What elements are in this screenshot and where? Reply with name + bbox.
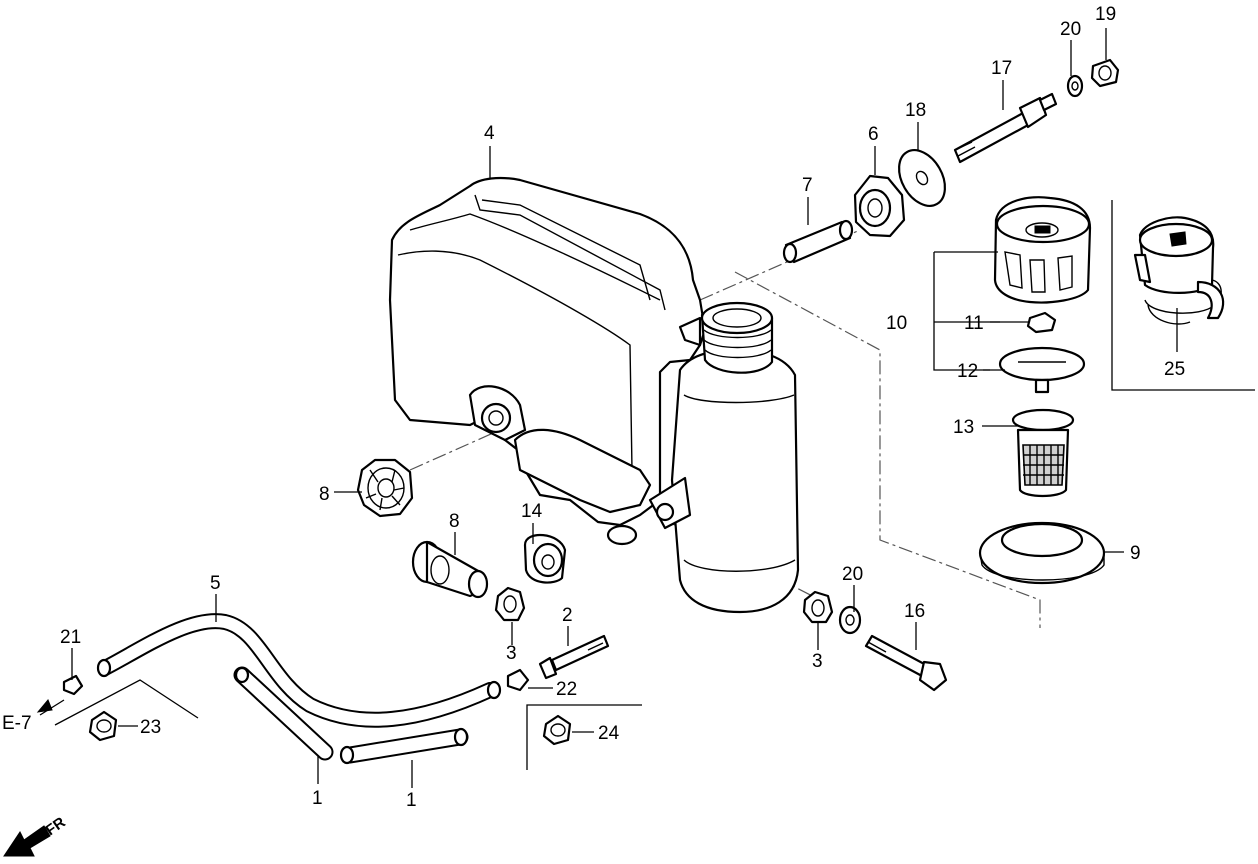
tank-filler-bottle (648, 301, 800, 614)
callout-1-a: 1 (312, 788, 323, 809)
part-1-fuel-hose-a (233, 666, 334, 761)
callout-4: 4 (484, 123, 495, 144)
part-20-washer-lower (838, 605, 862, 635)
callout-21: 21 (60, 627, 81, 648)
part-17-bolt (953, 92, 1058, 164)
part-10-fuel-cap (993, 196, 1092, 304)
callout-20-top: 20 (1060, 19, 1081, 40)
part-6-grommet (853, 174, 906, 238)
e7-arrow-icon (36, 699, 53, 713)
part-3-collar-left (494, 586, 526, 622)
reference-e7: E-7 (2, 713, 32, 734)
callout-16: 16 (904, 601, 925, 622)
part-14-grommet (523, 533, 567, 584)
part-22-hose-clip (506, 668, 530, 692)
callout-12: 12 (957, 361, 978, 382)
callout-22: 22 (556, 679, 577, 700)
callout-14: 14 (521, 501, 543, 522)
part-1-fuel-hose-b (339, 727, 469, 765)
callout-1-b: 1 (406, 790, 417, 811)
callout-17: 17 (991, 58, 1012, 79)
part-12-plate (998, 346, 1086, 394)
option-bracket (1111, 200, 1255, 391)
callout-19: 19 (1095, 4, 1116, 25)
part-11-cap-gasket (1026, 311, 1057, 334)
option-group-24 (526, 704, 642, 770)
front-arrow-icon (3, 825, 51, 857)
callout-2: 2 (562, 605, 573, 626)
callout-9: 9 (1130, 543, 1141, 564)
callout-13: 13 (953, 417, 974, 438)
fuel-tank (388, 176, 707, 546)
callout-24: 24 (598, 723, 620, 744)
callout-5: 5 (210, 573, 221, 594)
part-8-grommet-left (356, 458, 414, 518)
part-2-bolt (538, 634, 610, 680)
part-20-washer-top (1066, 74, 1084, 98)
callout-23: 23 (140, 717, 161, 738)
callout-8-center: 8 (449, 511, 460, 532)
part-13-fuel-strainer (1011, 408, 1075, 498)
part-19-nut (1090, 58, 1120, 88)
callout-11: 11 (964, 313, 984, 334)
part-25-fuel-cap-option (1133, 216, 1225, 325)
part-5-fuel-hose (96, 613, 502, 728)
callout-7: 7 (802, 175, 813, 196)
callout-10: 10 (886, 313, 907, 334)
part-21-hose-clip (62, 674, 84, 696)
callout-leaders (39, 28, 1178, 788)
part-8-grommet-center (411, 540, 489, 599)
part-7-joint-tube (782, 219, 854, 264)
part-18-washer (897, 149, 947, 207)
callout-3-right: 3 (812, 651, 823, 672)
callout-18: 18 (905, 100, 926, 121)
part-16-bolt (864, 634, 948, 692)
part-9-filler-ring (978, 521, 1106, 585)
part-3-collar-right (802, 590, 834, 624)
callout-3-left: 3 (506, 643, 517, 664)
option-group-23 (54, 679, 199, 742)
callout-20-lower: 20 (842, 564, 863, 585)
callout-8-left: 8 (319, 484, 330, 505)
callout-25: 25 (1164, 359, 1185, 380)
callout-6: 6 (868, 124, 879, 145)
